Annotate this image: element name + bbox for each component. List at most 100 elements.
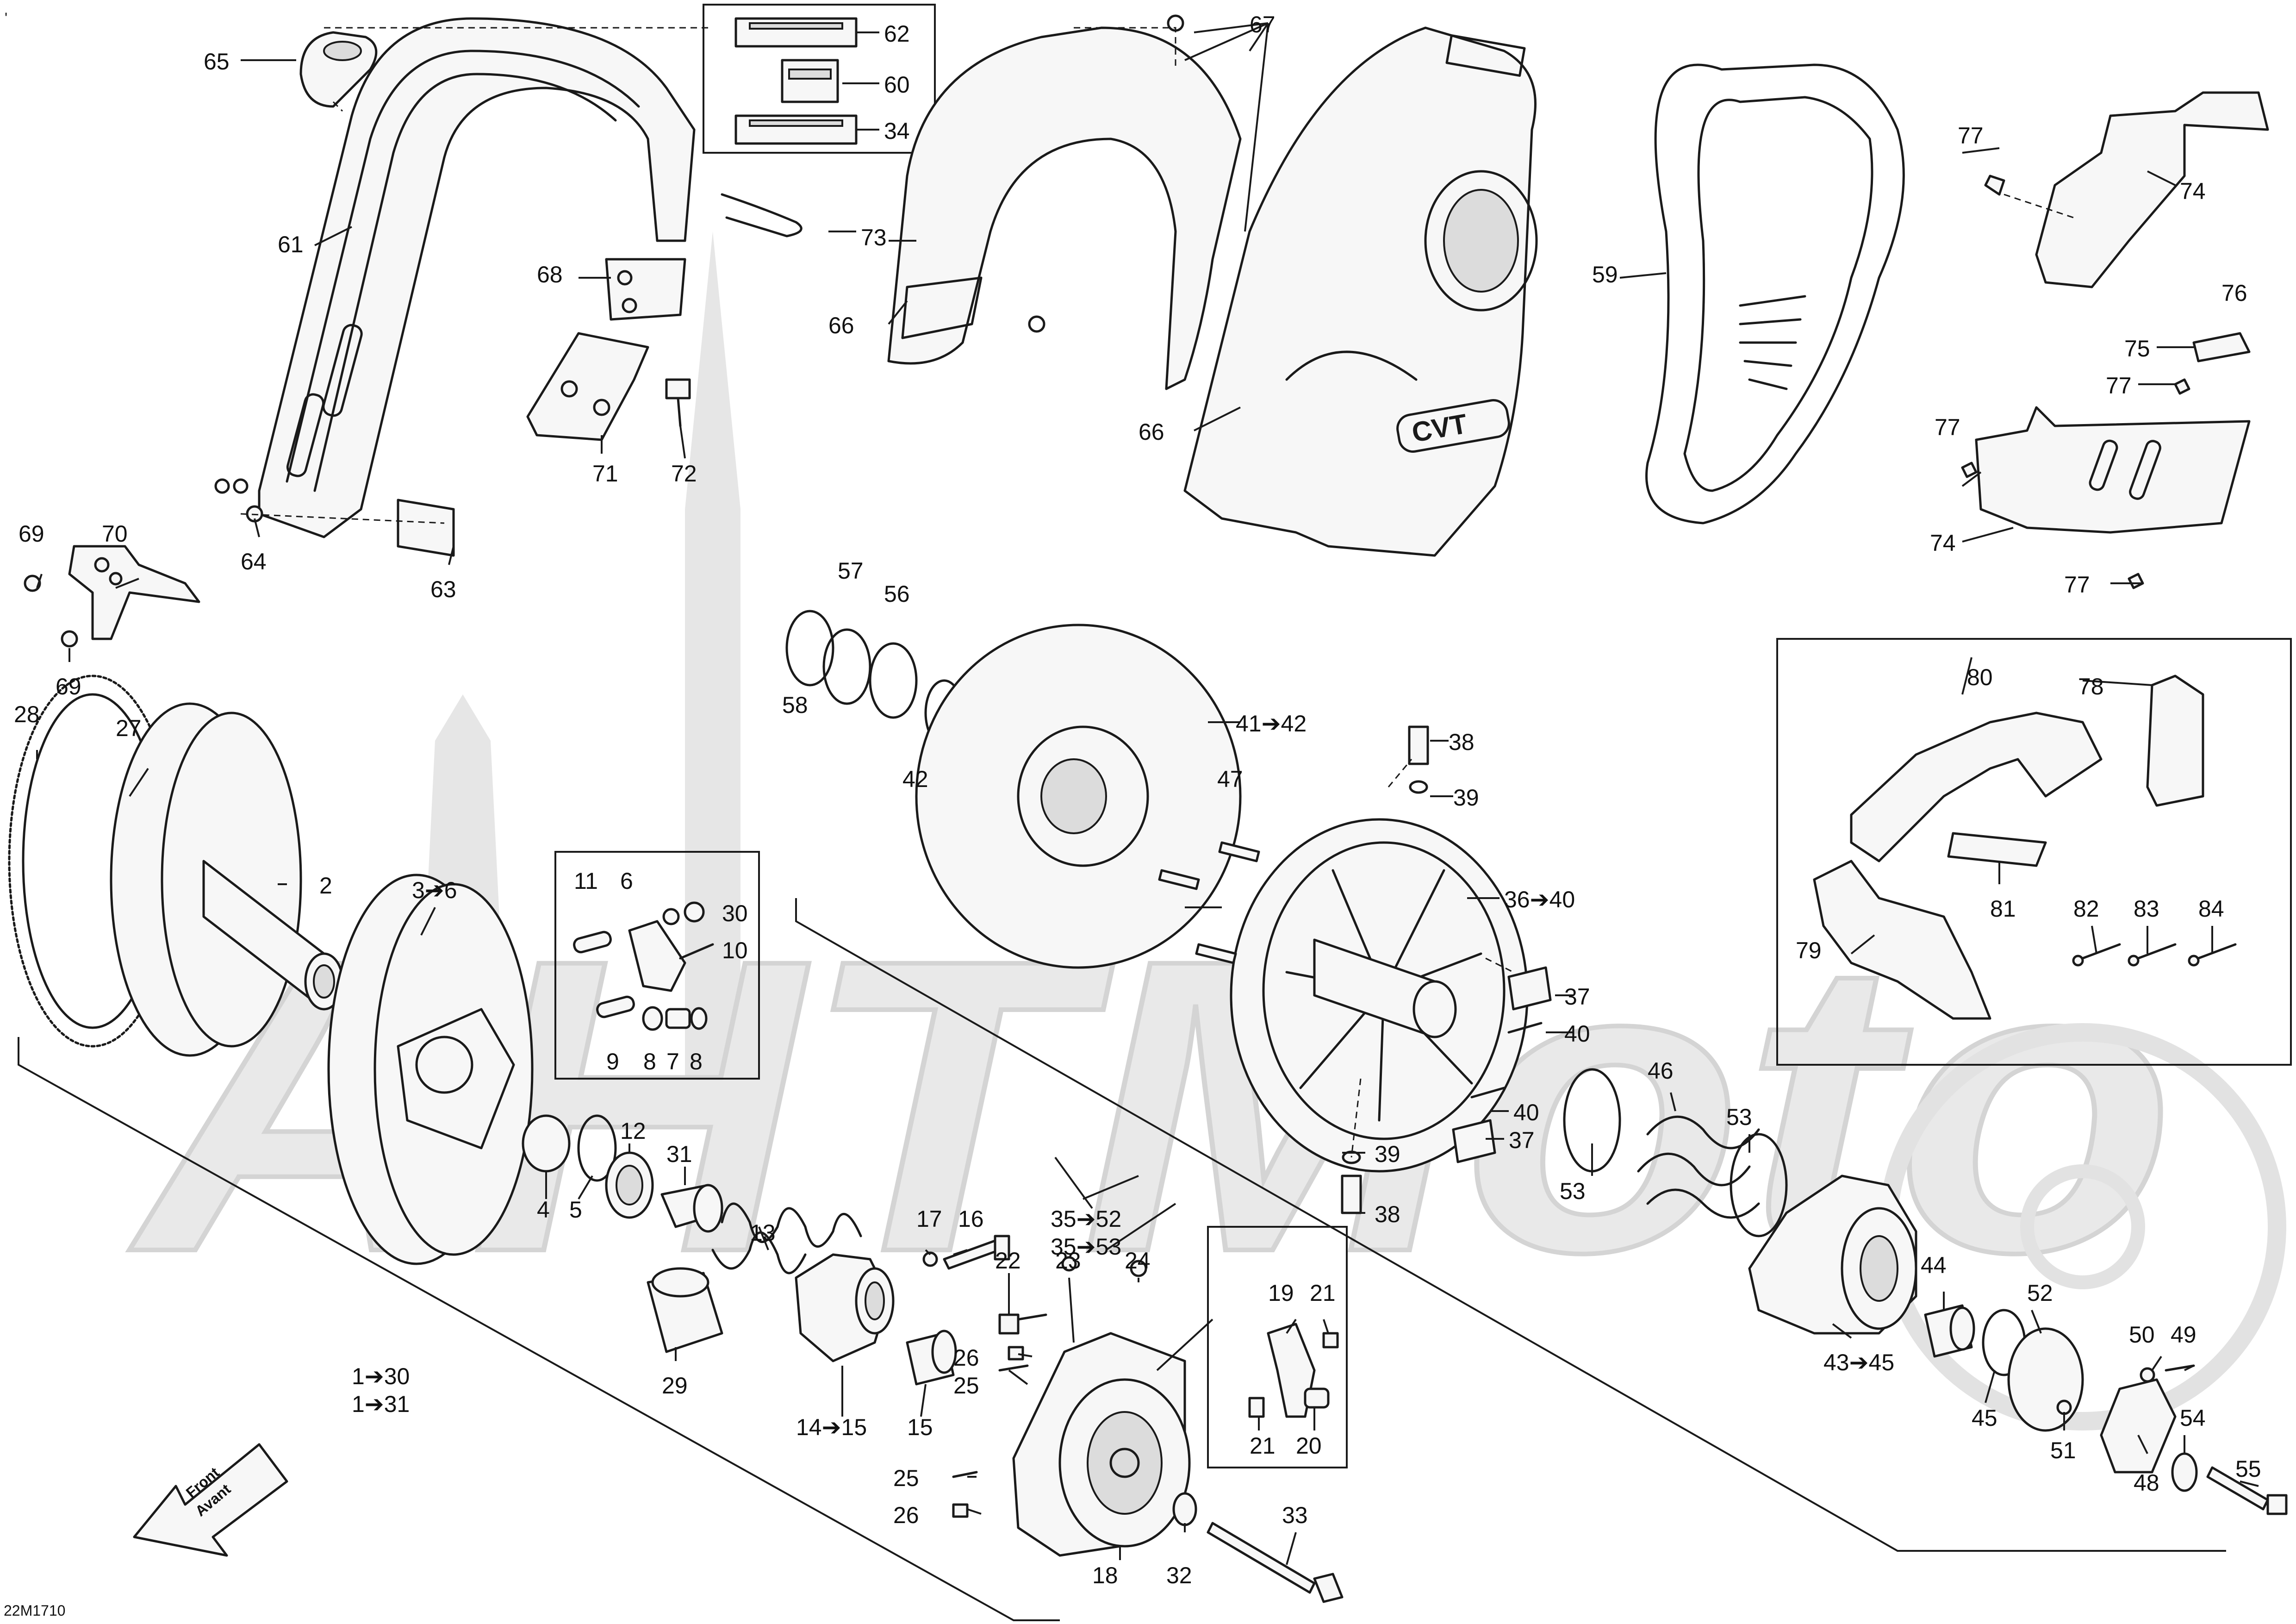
plate-79 [1813,860,1991,1020]
callout-1: 1➔30 [352,1363,410,1389]
callout-32: 32 [1166,1562,1192,1588]
callout-36: 36➔40 [1504,887,1575,912]
callout-22: 22 [995,1248,1021,1274]
callout-83: 83 [2134,896,2159,922]
bracket-71 [526,332,649,441]
callout-1b: 1➔31 [352,1391,410,1417]
rubber-bumper-65 [299,31,378,108]
callout-51: 51 [2050,1437,2076,1463]
callout-38a: 38 [1449,729,1475,755]
bracket-80 [1850,712,2103,862]
callout-10: 10 [722,937,748,963]
heat-shield-74-top [2035,91,2269,288]
pin-25a [998,1364,1029,1372]
callout-25a: 25 [953,1373,979,1399]
bracket-78 [2146,675,2204,807]
nut-24 [1130,1260,1147,1277]
callout-34: 34 [884,118,910,144]
callout-33: 33 [1282,1502,1308,1528]
callout-53a: 53 [1726,1104,1752,1130]
callout-27: 27 [116,715,142,741]
callout-84: 84 [2198,896,2224,922]
callout-4: 4 [537,1197,550,1223]
callout-64: 64 [241,549,267,575]
callout-66b: 66 [1139,419,1164,445]
movable-sheave-36 [1230,818,1529,1173]
callout-62: 62 [884,21,910,47]
cover-66-left [887,14,1242,390]
callout-44: 44 [1921,1252,1947,1278]
callout-2: 2 [319,873,332,899]
washer-54 [2171,1452,2198,1492]
pin-73 [721,193,803,237]
callout-82: 82 [2073,896,2099,922]
callout-40a: 40 [1564,1021,1590,1047]
callout-77a: 77 [1958,123,1984,149]
callout-28: 28 [14,701,40,727]
callout-56: 56 [884,581,910,607]
cam-arm-box [554,851,760,1080]
callout-80: 80 [1967,664,1993,690]
nut-50 [2140,1367,2155,1383]
heat-shield-74-bottom [1975,406,2251,534]
callout-76: 76 [2221,280,2247,306]
callout-25b: 25 [893,1465,919,1491]
callout-50: 50 [2129,1322,2155,1348]
callout-43: 43➔45 [1823,1349,1894,1375]
callout-68: 68 [537,262,563,287]
callout-45: 45 [1972,1405,1997,1431]
callout-71: 71 [592,461,618,487]
callout-19: 19 [1268,1280,1294,1306]
fixed-sheave-2 [110,702,344,1057]
bearing-44 [1924,1304,1975,1358]
nut-23 [1061,1256,1077,1272]
slider-26b [952,1503,969,1518]
bolt-55 [2206,1466,2288,1515]
callout-59: 59 [1592,262,1618,287]
callout-8a: 8 [643,1049,656,1074]
belt-guard-part [214,17,696,557]
bolt-72 [665,378,691,427]
decals-box [703,4,936,154]
callout-35b: 35➔53 [1051,1234,1121,1260]
callout-12: 12 [620,1118,646,1144]
clip-48 [2100,1378,2177,1474]
washer-52 [2007,1327,2084,1432]
callout-21a: 21 [1310,1280,1336,1306]
callout-38b: 38 [1375,1201,1400,1227]
callout-78: 78 [2078,674,2104,700]
callout-7: 7 [666,1049,679,1074]
decals [734,17,858,145]
pins-40 [1470,1022,1543,1099]
bolts-47 [1158,841,1260,964]
washers-56-58 [785,610,964,747]
callout-26b: 26 [893,1502,919,1528]
callout-75: 75 [2124,336,2150,362]
callout-31: 31 [666,1141,692,1167]
callout-54: 54 [2180,1405,2206,1431]
callout-57: 57 [838,558,864,584]
callout-40b: 40 [1513,1099,1539,1125]
bolt-16 [943,1235,1010,1270]
callout-52: 52 [2027,1280,2053,1306]
callout-74a: 74 [2180,178,2206,204]
callout-9: 9 [606,1049,619,1074]
callout-81: 81 [1990,896,2016,922]
callout-18: 18 [1092,1562,1118,1588]
callout-26a: 26 [953,1345,979,1371]
callout-67: 67 [1250,12,1276,37]
callout-77d: 77 [2064,572,2090,598]
cam-43 [1748,1174,1917,1335]
washer-32 [1172,1492,1197,1526]
callout-46: 46 [1648,1058,1674,1084]
screw-38-top [1408,725,1429,794]
screw-69b [61,630,78,648]
bushing-15 [906,1330,957,1386]
callout-79: 79 [1796,937,1822,963]
callout-5: 5 [569,1197,582,1223]
callout-49: 49 [2171,1322,2196,1348]
callout-47: 47 [1217,766,1243,792]
pin-25b [952,1471,978,1478]
spider-14 [795,1253,895,1362]
